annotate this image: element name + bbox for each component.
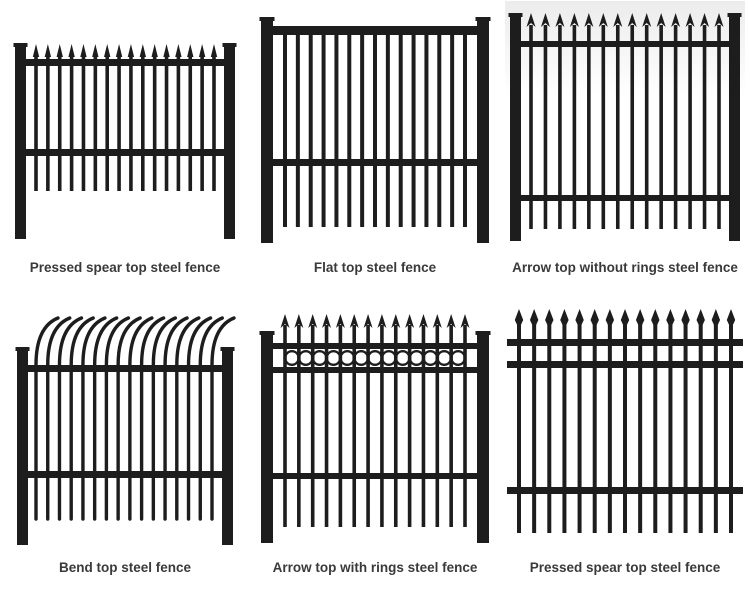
arrow-top-without-rings-fence-graphic — [505, 1, 745, 251]
fence-image-flat-top — [252, 1, 498, 251]
flat-top-fence-graphic — [259, 17, 491, 243]
fence-image-pressed-spear-top-1 — [2, 1, 248, 251]
pressed-spear-top-rail-fence-graphic — [507, 309, 743, 533]
fence-caption: Flat top steel fence — [313, 260, 437, 275]
fence-image-arrow-top-without-rings — [502, 1, 748, 251]
fence-image-bend-top — [2, 301, 248, 551]
fence-caption: Pressed spear top steel fence — [29, 260, 221, 275]
arrow-top-with-rings-fence-graphic — [259, 314, 491, 543]
fence-caption: Arrow top without rings steel fence — [512, 260, 738, 275]
fence-card: Arrow top with rings steel fence — [250, 300, 500, 600]
fence-image-pressed-spear-top-2 — [502, 301, 748, 551]
fence-caption: Arrow top with rings steel fence — [272, 560, 478, 575]
fence-card: Flat top steel fence — [250, 0, 500, 300]
fence-caption: Pressed spear top steel fence — [529, 560, 721, 575]
fence-image-arrow-top-with-rings — [252, 301, 498, 551]
fence-card: Pressed spear top steel fence — [0, 0, 250, 300]
fence-card: Arrow top without rings steel fence — [500, 0, 750, 300]
fence-card: Pressed spear top steel fence — [500, 300, 750, 600]
fence-caption: Bend top steel fence — [58, 560, 192, 575]
pressed-spear-top-fence-graphic — [13, 43, 237, 239]
bend-top-fence-graphic — [15, 316, 236, 545]
fence-card: Bend top steel fence — [0, 300, 250, 600]
